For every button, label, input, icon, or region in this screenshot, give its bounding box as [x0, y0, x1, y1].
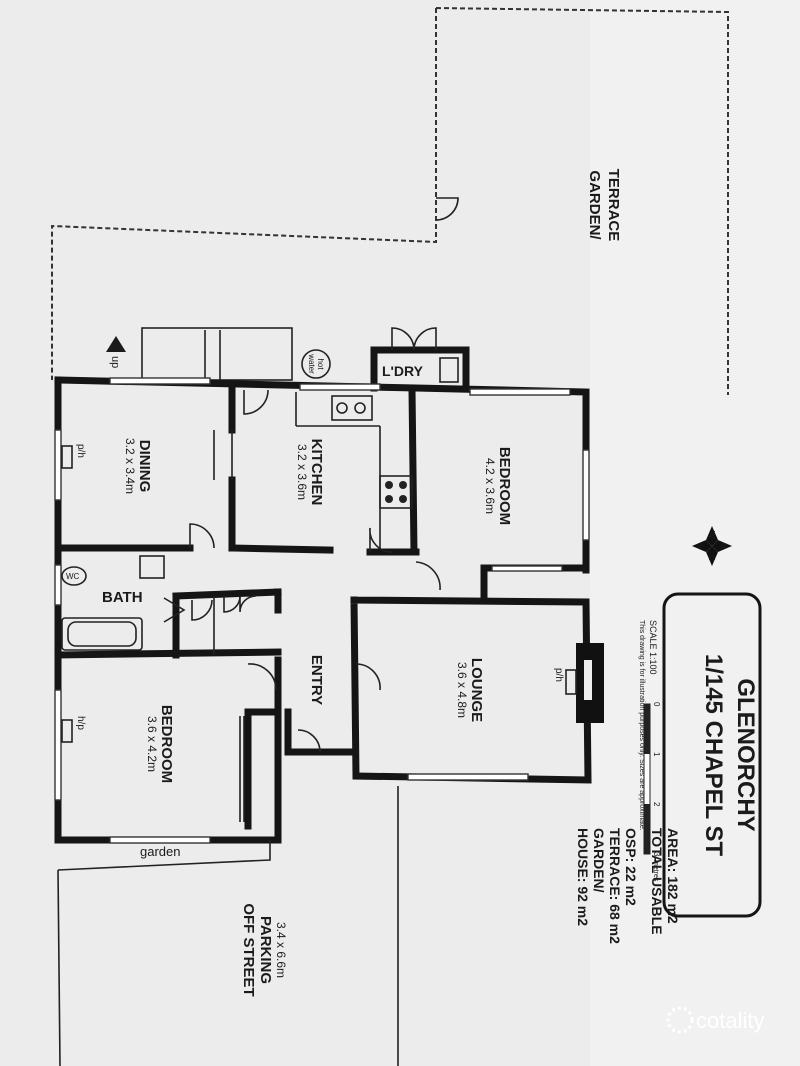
svg-text:AREA: 182 m2: AREA: 182 m2	[665, 828, 681, 924]
svg-text:hot: hot	[316, 358, 325, 370]
svg-text:GARDEN/: GARDEN/	[586, 170, 603, 240]
svg-text:h/p: h/p	[75, 716, 86, 730]
svg-text:metres: metres	[652, 860, 659, 882]
cotality-logo-icon	[666, 1006, 694, 1034]
parking-label: OFF STREET PARKING 3.4 x 6.6m	[240, 903, 288, 996]
svg-text:p/h: p/h	[553, 668, 564, 682]
svg-text:3: 3	[652, 852, 661, 857]
svg-text:p/h: p/h	[75, 444, 86, 458]
svg-text:SCALE 1:100: SCALE 1:100	[648, 620, 658, 675]
svg-text:BEDROOM: BEDROOM	[158, 705, 175, 783]
svg-text:LOUNGE: LOUNGE	[468, 658, 485, 722]
svg-text:N: N	[719, 543, 728, 549]
bath-fixtures: WC	[61, 555, 165, 651]
svg-text:2: 2	[652, 802, 661, 807]
title-line1: 1/145 CHAPEL ST	[700, 654, 727, 857]
svg-text:OFF STREET: OFF STREET	[240, 903, 257, 996]
svg-text:ENTRY: ENTRY	[308, 655, 325, 705]
svg-text:S: S	[695, 543, 704, 548]
svg-text:3.2 x 3.6m: 3.2 x 3.6m	[295, 444, 309, 500]
svg-text:DINING: DINING	[136, 440, 153, 493]
svg-text:WC: WC	[66, 572, 80, 581]
svg-text:3.2 x 3.4m: 3.2 x 3.4m	[123, 438, 137, 494]
svg-text:cotality: cotality	[696, 1008, 764, 1033]
svg-text:3.6 x 4.8m: 3.6 x 4.8m	[455, 662, 469, 718]
title-box: 1/145 CHAPEL ST GLENORCHY	[662, 592, 762, 918]
scale-bar: SCALE 1:100 This drawing is for illustra…	[638, 620, 661, 882]
svg-text:HOUSE: 92 m2: HOUSE: 92 m2	[575, 828, 591, 926]
windows	[54, 377, 590, 844]
svg-text:E: E	[707, 555, 716, 560]
svg-text:0: 0	[652, 702, 661, 707]
svg-text:4.2 x 3.6m: 4.2 x 3.6m	[483, 458, 497, 514]
compass-rose: N E S W	[692, 526, 732, 566]
svg-text:GARDEN/: GARDEN/	[591, 828, 607, 893]
svg-text:up: up	[109, 356, 121, 368]
svg-text:3.4 x 6.6m: 3.4 x 6.6m	[274, 922, 288, 978]
svg-text:3.6 x 4.2m: 3.6 x 4.2m	[145, 716, 159, 772]
laundry: L'DRY	[370, 327, 470, 392]
hot-water-unit: hot water	[301, 349, 331, 379]
garden-terrace-label: GARDEN/ TERRACE	[586, 169, 622, 242]
kitchen-label: KITCHEN 3.2 x 3.6m	[295, 439, 325, 506]
svg-text:TOTAL USABLE: TOTAL USABLE	[649, 828, 665, 935]
svg-text:KITCHEN: KITCHEN	[308, 439, 325, 506]
lounge-label: LOUNGE 3.6 x 4.8m	[455, 658, 485, 722]
svg-text:PARKING: PARKING	[257, 916, 274, 984]
bedroom2-label: BEDROOM 3.6 x 4.2m	[145, 705, 175, 783]
svg-text:1: 1	[652, 752, 661, 757]
svg-text:OSP: 22 m2: OSP: 22 m2	[623, 828, 639, 906]
dining-label: DINING 3.2 x 3.4m	[123, 438, 153, 494]
heater-markers: p/h p/h h/p	[61, 444, 577, 743]
entry-label: ENTRY	[308, 655, 325, 705]
bath-label: BATH	[102, 589, 143, 606]
svg-text:BATH: BATH	[102, 589, 143, 606]
bedroom1-label: BEDROOM 4.2 x 3.6m	[483, 447, 513, 525]
svg-text:L'DRY: L'DRY	[382, 363, 424, 379]
svg-text:BEDROOM: BEDROOM	[496, 447, 513, 525]
kitchen-fixtures	[295, 392, 413, 548]
svg-text:This drawing is for illustrati: This drawing is for illustration purpose…	[638, 620, 645, 831]
svg-text:TERRACE: 68 m2: TERRACE: 68 m2	[607, 828, 623, 944]
parking-outline	[57, 786, 399, 1066]
garden-label: garden	[140, 844, 180, 859]
title-line2: GLENORCHY	[732, 678, 759, 831]
svg-text:TERRACE: TERRACE	[605, 169, 622, 242]
door-swings	[163, 389, 441, 822]
watermark: cotality	[666, 1006, 764, 1034]
svg-text:W: W	[707, 531, 716, 539]
up-arrow-icon	[106, 336, 126, 352]
area-summary: HOUSE: 92 m2 GARDEN/ TERRACE: 68 m2 OSP:…	[575, 828, 681, 944]
svg-text:water: water	[307, 353, 316, 374]
fireplace	[576, 643, 604, 723]
svg-text:garden: garden	[140, 844, 180, 859]
steps: up	[106, 327, 293, 381]
garden-terrace-outline	[51, 7, 729, 395]
